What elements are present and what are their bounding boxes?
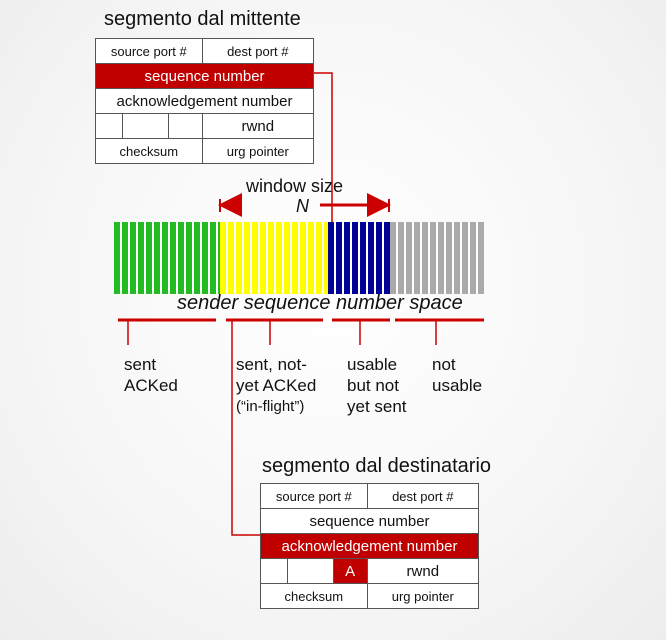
usable-line: but not (347, 376, 399, 395)
sender-rwnd: rwnd (201, 113, 315, 139)
usable-label: usable but not yet sent (347, 354, 407, 417)
sequence-space-label: sender sequence number space (177, 292, 463, 315)
receiver-source-port: source port # (260, 483, 368, 509)
sent-acked-label: sent ACKed (124, 354, 178, 396)
window-size-label: window size (246, 176, 344, 196)
sender-checksum: checksum (95, 138, 203, 164)
receiver-sequence-number: sequence number (260, 508, 479, 534)
sent-acked-line: sent (124, 355, 157, 374)
in-flight-line: yet ACKed (236, 376, 317, 395)
receiver-urg-pointer: urg pointer (366, 583, 480, 609)
in-flight-line: (“in-flight”) (236, 398, 305, 415)
usable-region (328, 222, 390, 294)
in-flight-label: sent, not- yet ACKed (“in-flight”) (236, 354, 316, 417)
receiver-checksum: checksum (260, 583, 368, 609)
sent-acked-region (114, 222, 220, 294)
receiver-segment-title: segmento dal destinatario (262, 455, 492, 477)
not-usable-label: not usable (432, 354, 482, 396)
sender-segment-title: segmento dal mittente (104, 8, 301, 30)
receiver-flag-cell (286, 558, 334, 584)
in-flight-region (220, 222, 328, 294)
window-size-symbol: N (296, 196, 309, 216)
sender-sequence-number: sequence number (95, 63, 314, 89)
ack-number-connector (231, 320, 261, 536)
usable-line: usable (347, 355, 398, 374)
receiver-rwnd: rwnd (366, 558, 480, 584)
not-usable-line: usable (432, 376, 483, 395)
sequence-space-word: sender (177, 292, 239, 314)
sequence-number-connector (314, 72, 333, 222)
usable-line: yet sent (347, 397, 407, 416)
receiver-segment-header: source port # dest port # sequence numbe… (260, 483, 480, 609)
receiver-flag-cell (260, 558, 288, 584)
receiver-dest-port: dest port # (366, 483, 480, 509)
sequence-space-word: number (336, 292, 404, 314)
sent-acked-line: ACKed (124, 376, 178, 395)
sender-flag-cell (121, 113, 169, 139)
in-flight-line: sent, not- (236, 355, 307, 374)
sender-urg-pointer: urg pointer (201, 138, 315, 164)
sender-dest-port: dest port # (201, 38, 315, 64)
sequence-space-word: sequence (243, 292, 331, 314)
not-usable-line: not (432, 355, 456, 374)
sequence-space-word: space (409, 292, 463, 314)
receiver-ack-flag: A (332, 558, 368, 584)
receiver-acknowledgement-number: acknowledgement number (260, 533, 479, 559)
not-usable-region (390, 222, 484, 294)
sender-segment-header: source port # dest port # sequence numbe… (95, 38, 315, 164)
